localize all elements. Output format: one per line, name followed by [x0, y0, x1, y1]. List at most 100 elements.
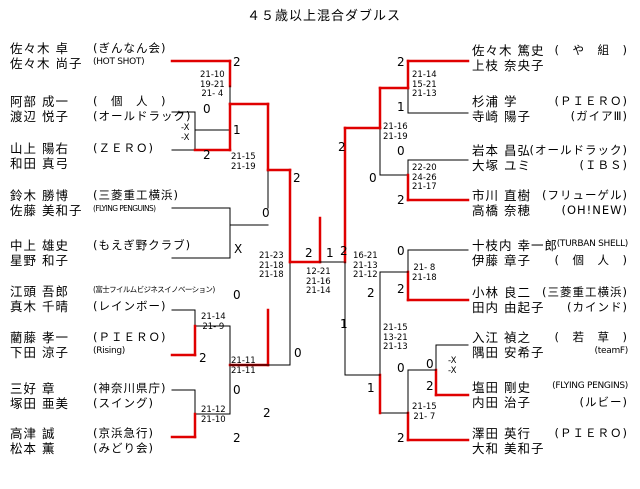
match-score: 0 [233, 383, 241, 397]
game-scores: 21-10 19-21 21- 4 [200, 70, 225, 99]
match-score: X [234, 242, 243, 256]
match-score: 2 [397, 193, 405, 207]
player-name: 十枝内 幸一郎 [472, 238, 558, 253]
match-score: 2 [203, 148, 211, 162]
player-name: 塚田 亜美 [10, 396, 69, 411]
player-name: 大和 美和子 [472, 441, 545, 456]
team-name: (スイング) [93, 396, 154, 410]
match-score: 1 [397, 100, 405, 114]
game-scores: 21-15 21- 7 [412, 402, 437, 422]
game-scores: 21- 8 21-18 [412, 263, 437, 283]
team-name: (フリューゲル) [542, 188, 628, 202]
player-name: 杉浦 学 [472, 94, 518, 109]
player-name: 塩田 剛史 [472, 380, 531, 395]
match-score: 2 [305, 246, 313, 260]
team-name: (カインド) [567, 300, 628, 314]
player-name: 下田 涼子 [10, 345, 69, 360]
team-name: (ＰＩＥＲＯ) [554, 94, 628, 108]
game-scores: 21-16 21-19 [383, 122, 408, 142]
player-name: 山上 陽右 [10, 141, 69, 156]
game-scores: 21-14 21- 9 [201, 312, 226, 332]
game-scores: 21-11 21-11 [231, 356, 256, 376]
game-scores: 22-20 24-26 21-17 [412, 163, 437, 192]
team-name: (三菱重工横浜) [542, 285, 628, 299]
game-scores: 21-14 15-21 21-13 [412, 70, 437, 99]
player-name: 小林 良二 [472, 285, 531, 300]
player-name: 伊藤 章子 [472, 253, 531, 268]
game-scores: 21-15 13-21 21-13 [383, 323, 408, 352]
team-name: (ぎんなん会) [93, 41, 167, 55]
team-name: (ＺＥＲＯ) [93, 141, 154, 155]
game-scores: 21-12 21-10 [201, 405, 226, 425]
match-score: 1 [233, 123, 241, 137]
match-score: 2 [367, 286, 375, 300]
player-name: 和田 真弓 [10, 156, 69, 171]
match-score: 2 [397, 55, 405, 69]
player-name: 星野 和子 [10, 253, 69, 268]
team-name: (ＰＩＥＲＯ) [554, 426, 628, 440]
game-scores: 16-21 21-13 21-12 [353, 251, 378, 280]
match-score: 2 [397, 282, 405, 296]
game-scores: 21-15 21-19 [231, 152, 256, 172]
match-score: 2 [263, 406, 271, 420]
team-name: (ＰＩＥＲＯ) [93, 330, 167, 344]
team-name: (みどり会) [93, 441, 154, 455]
game-scores: 21-23 21-18 21-18 [259, 251, 284, 280]
player-name: 松本 薫 [10, 441, 56, 456]
team-name: ( や 組 ) [554, 43, 628, 57]
team-name: (HOT SHOT) [93, 57, 145, 67]
team-name: ( 若 草 ) [554, 330, 628, 344]
team-name: (FLYING PENGINS) [552, 381, 628, 391]
player-name: 渡辺 悦子 [10, 109, 69, 124]
match-score: 1 [340, 317, 348, 331]
player-name: 佐藤 美和子 [10, 203, 83, 218]
game-scores: 12-21 21-16 21-14 [306, 267, 331, 296]
player-name: 江頭 吾郎 [10, 284, 69, 299]
player-name: 鈴木 勝博 [10, 188, 69, 203]
match-score: 2 [233, 55, 241, 69]
team-name: (神奈川県庁) [93, 381, 167, 395]
player-name: 入江 禎之 [472, 330, 531, 345]
game-scores: -X -X [448, 356, 457, 376]
player-name: 真木 千晴 [10, 299, 69, 314]
match-score: 0 [397, 361, 405, 375]
match-score: 0 [203, 102, 211, 116]
team-name: (京浜急行) [93, 426, 154, 440]
player-name: 阿部 成一 [10, 94, 69, 109]
team-name: (TURBAN SHELL) [556, 239, 629, 249]
match-score: 1 [326, 246, 334, 260]
team-name: (三菱重工横浜) [93, 188, 179, 202]
match-score: 2 [233, 431, 241, 445]
player-name: 寺崎 陽子 [472, 109, 531, 124]
match-score: 0 [397, 244, 405, 258]
player-name: 高津 誠 [10, 426, 56, 441]
player-name: 市川 直樹 [472, 188, 531, 203]
team-name: (もえぎ野クラブ) [93, 238, 192, 252]
match-score: 2 [293, 171, 301, 185]
match-score: 2 [338, 140, 346, 154]
team-name: (レインボー) [93, 299, 167, 313]
team-name: ( 個 人 ) [554, 253, 628, 267]
team-name: (ＩＢＳ) [579, 158, 628, 172]
match-score: 2 [397, 431, 405, 445]
team-name: (オールドラック) [93, 109, 192, 123]
team-name: (OH!NEW) [561, 203, 628, 217]
player-name: 佐々木 尚子 [10, 56, 83, 71]
player-name: 高橋 奈穂 [472, 203, 531, 218]
team-name: (FLYING PENGUINS) [93, 204, 156, 213]
match-score: 0 [397, 144, 405, 158]
team-name: (Rising) [93, 346, 125, 356]
player-name: 岩本 昌弘 [472, 143, 531, 158]
player-name: 田内 由起子 [472, 300, 545, 315]
match-score: 2 [199, 351, 207, 365]
team-name: ( 個 人 ) [93, 94, 167, 108]
player-name: 佐々木 篤史 [472, 43, 545, 58]
team-name: (オールドラック) [529, 143, 628, 157]
player-name: 内田 治子 [472, 395, 531, 410]
match-score: 1 [367, 381, 375, 395]
player-name: 澤田 英行 [472, 426, 531, 441]
match-score: 0 [426, 357, 434, 371]
game-scores: -X -X [181, 123, 190, 143]
